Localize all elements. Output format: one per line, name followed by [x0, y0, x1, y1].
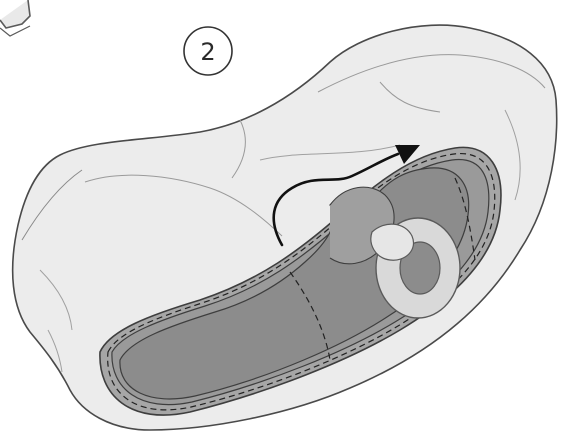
- step-number: 2: [200, 38, 215, 66]
- step-badge: 2: [184, 27, 232, 75]
- inset-frame-corner: [0, 0, 30, 36]
